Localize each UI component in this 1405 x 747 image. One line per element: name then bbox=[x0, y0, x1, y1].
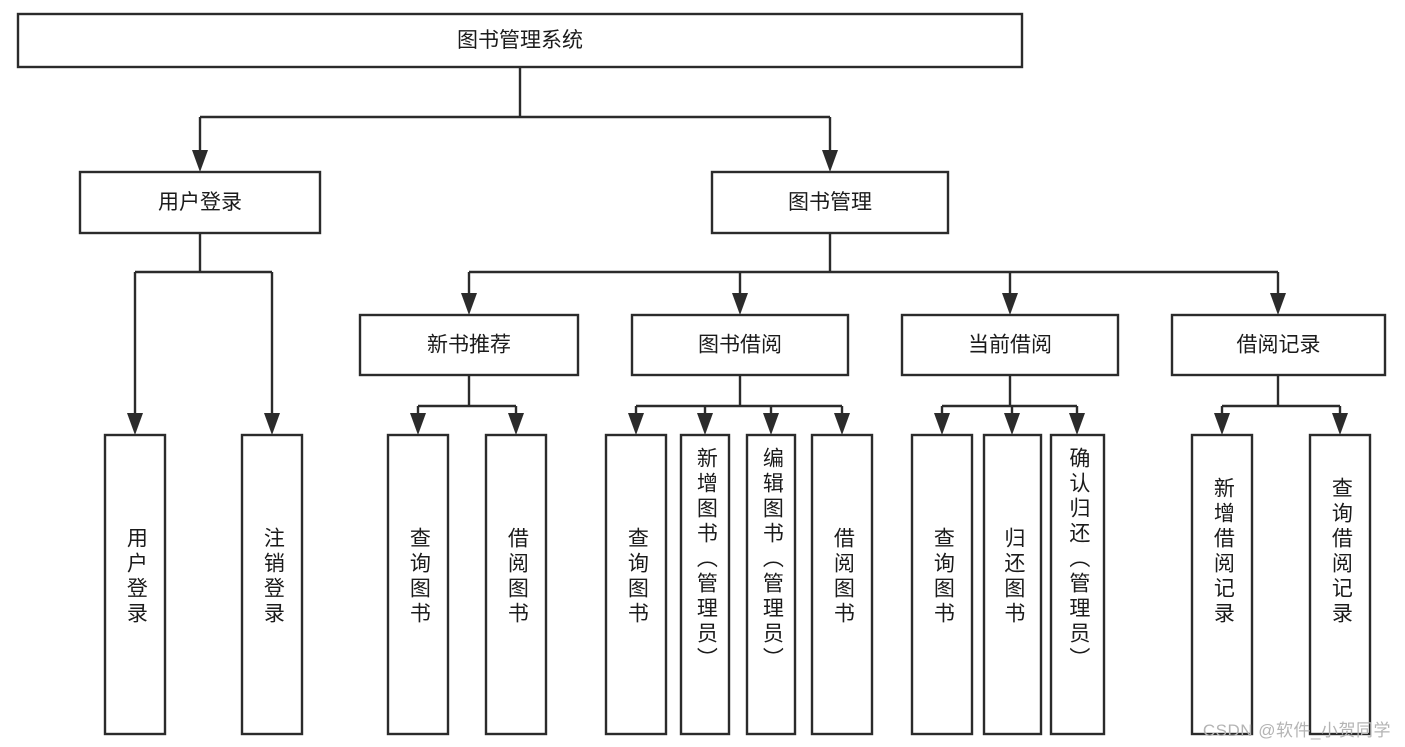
node-box-leaf-query-book-current[interactable] bbox=[910, 433, 974, 736]
arrow-head-icon bbox=[697, 413, 713, 435]
node-box-leaf-user-login[interactable] bbox=[103, 433, 167, 736]
node-box-book-management[interactable] bbox=[710, 170, 950, 235]
node-box-root[interactable] bbox=[16, 12, 1024, 69]
node-box-leaf-confirm-return-admin[interactable] bbox=[1049, 433, 1106, 736]
arrow-head-icon bbox=[127, 413, 143, 435]
node-box-borrow-record[interactable] bbox=[1170, 313, 1387, 377]
watermark-text: CSDN @软件_小贺同学 bbox=[1202, 721, 1391, 740]
arrow-head-icon bbox=[934, 413, 950, 435]
arrow-head-icon bbox=[834, 413, 850, 435]
node-box-leaf-query-book-borrow[interactable] bbox=[604, 433, 668, 736]
arrow-head-icon bbox=[1069, 413, 1085, 435]
node-box-user-login[interactable] bbox=[78, 170, 322, 235]
arrow-head-icon bbox=[192, 150, 208, 172]
node-box-leaf-add-borrow-record[interactable] bbox=[1190, 433, 1254, 736]
node-box-leaf-query-book-recommend[interactable] bbox=[386, 433, 450, 736]
node-label-book-management: 图书管理 bbox=[788, 191, 872, 214]
node-box-leaf-logout[interactable] bbox=[240, 433, 304, 736]
node-box-leaf-query-borrow-record[interactable] bbox=[1308, 433, 1372, 736]
node-box-leaf-borrow-book-borrow[interactable] bbox=[810, 433, 874, 736]
arrow-head-icon bbox=[1002, 293, 1018, 315]
node-label-new-book-recommend: 新书推荐 bbox=[427, 334, 511, 357]
node-box-leaf-borrow-book-recommend[interactable] bbox=[484, 433, 548, 736]
arrow-head-icon bbox=[1270, 293, 1286, 315]
node-label-borrow-record: 借阅记录 bbox=[1237, 334, 1321, 357]
node-label-root: 图书管理系统 bbox=[457, 29, 583, 52]
arrow-head-icon bbox=[1332, 413, 1348, 435]
node-label-current-borrow: 当前借阅 bbox=[968, 334, 1052, 357]
node-box-new-book-recommend[interactable] bbox=[358, 313, 580, 377]
node-box-current-borrow[interactable] bbox=[900, 313, 1120, 377]
arrow-head-icon bbox=[1214, 413, 1230, 435]
node-box-layer bbox=[16, 12, 1387, 736]
node-label-book-borrow: 图书借阅 bbox=[698, 334, 782, 357]
arrow-head-icon bbox=[628, 413, 644, 435]
node-box-leaf-edit-book-admin[interactable] bbox=[745, 433, 797, 736]
arrow-head-icon bbox=[410, 413, 426, 435]
node-label-user-login: 用户登录 bbox=[158, 191, 242, 214]
arrow-head-icon bbox=[461, 293, 477, 315]
node-box-book-borrow[interactable] bbox=[630, 313, 850, 377]
arrow-head-icon bbox=[822, 150, 838, 172]
node-box-leaf-add-book-admin[interactable] bbox=[679, 433, 731, 736]
node-box-leaf-return-book[interactable] bbox=[982, 433, 1043, 736]
arrow-head-icon bbox=[264, 413, 280, 435]
arrow-head-icon bbox=[508, 413, 524, 435]
arrow-head-icon bbox=[732, 293, 748, 315]
connector-layer bbox=[127, 67, 1348, 435]
arrow-head-icon bbox=[763, 413, 779, 435]
arrow-head-icon bbox=[1004, 413, 1020, 435]
